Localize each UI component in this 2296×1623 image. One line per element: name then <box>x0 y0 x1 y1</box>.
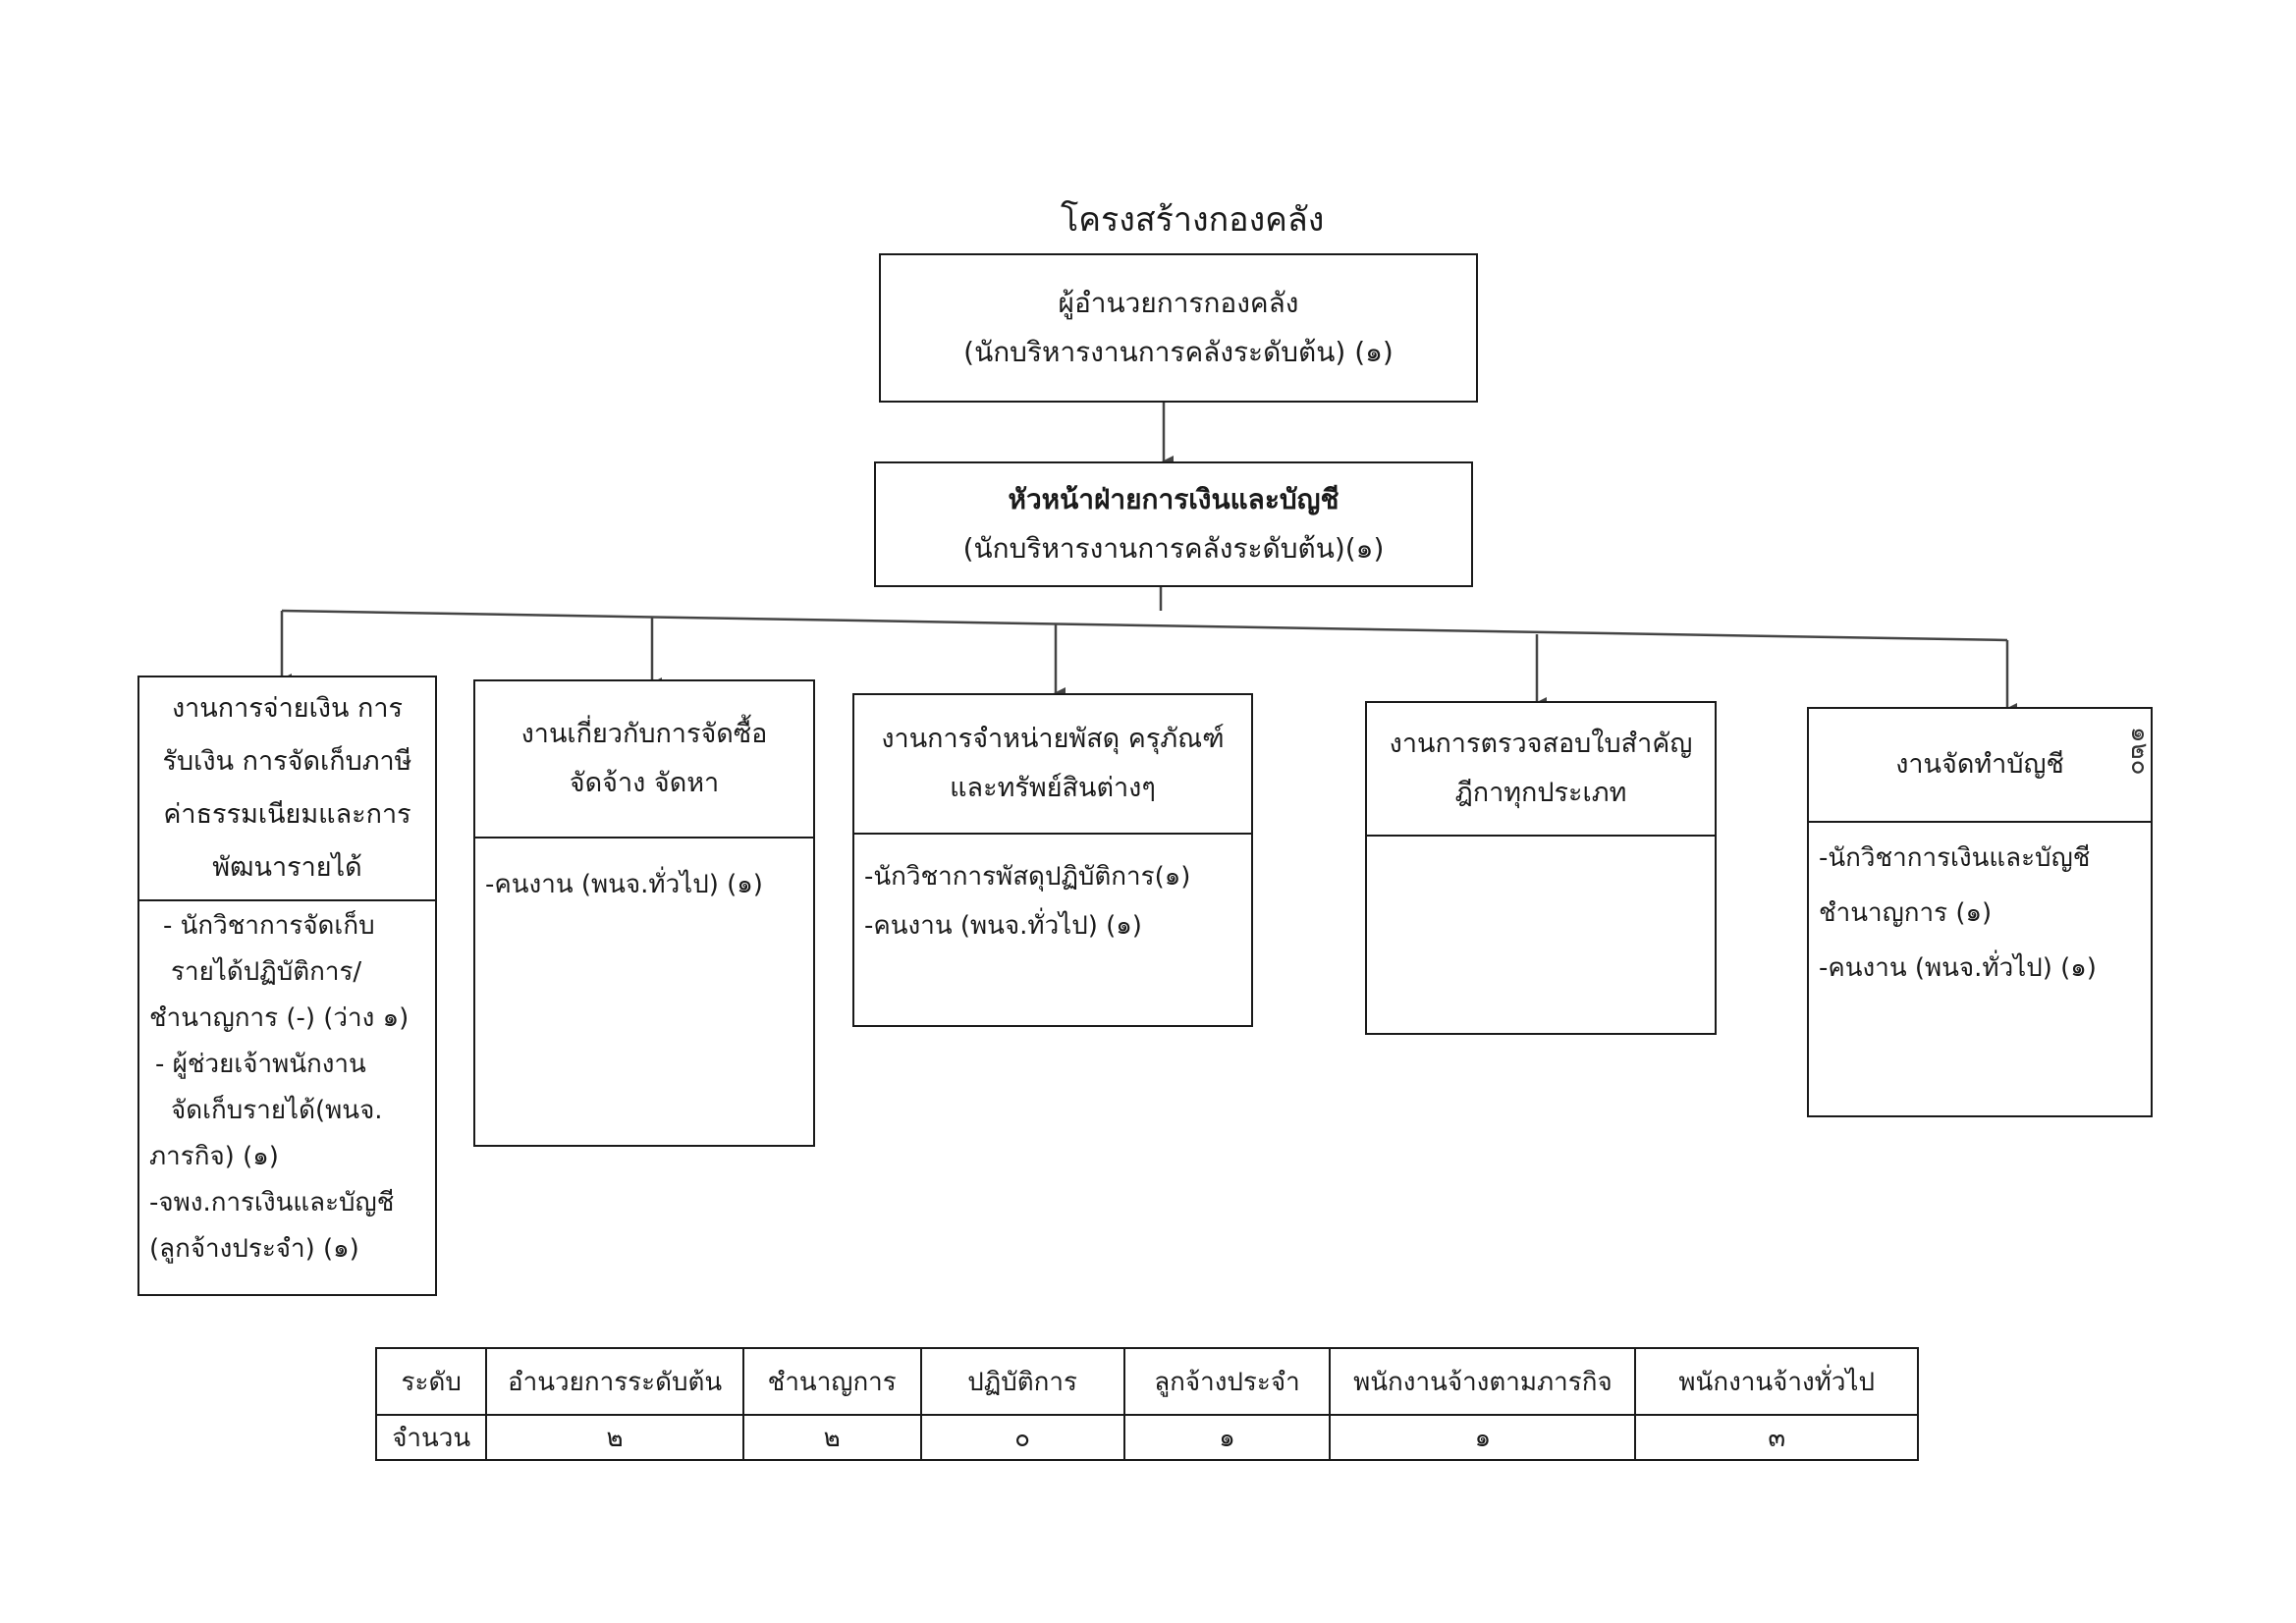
director-position: (นักบริหารงานการคลังระดับต้น) (๑) <box>963 336 1394 368</box>
staff-line: -คนงาน (พนจ.ทั่วไป) (๑) <box>1819 953 2097 983</box>
unit-2-staff: -คนงาน (พนจ.ทั่วไป) (๑) <box>475 839 813 909</box>
unit-2-title-line: งานเกี่ยวกับการจัดซื้อ <box>520 719 768 749</box>
summary-count-cell: จำนวน <box>374 1414 488 1461</box>
unit-box-procurement: งานเกี่ยวกับการจัดซื้อ จัดจ้าง จัดหา -คน… <box>473 679 815 1147</box>
unit-3-title-line: งานการจำหน่ายพัสดุ ครุภัณฑ์ <box>881 724 1225 754</box>
unit-3-staff: -นักวิชาการพัสดุปฏิบัติการ(๑) -คนงาน (พน… <box>854 835 1251 950</box>
unit-box-disposal: งานการจำหน่ายพัสดุ ครุภัณฑ์ และทรัพย์สิน… <box>852 693 1253 1027</box>
unit-box-accounting: งานจัดทำบัญชี -นักวิชาการเงินและบัญชี ชำ… <box>1807 707 2153 1117</box>
summary-count-cell: ๓ <box>1634 1414 1919 1461</box>
summary-header-row: ระดับ อำนวยการระดับต้น ชำนาญการ ปฏิบัติก… <box>374 1347 1919 1416</box>
summary-header-cell: ชำนาญการ <box>741 1347 922 1416</box>
unit-3-title-line: และทรัพย์สินต่างๆ <box>950 773 1156 803</box>
connector-horizontal-bus <box>281 609 2008 642</box>
unit-4-staff <box>1367 837 1715 844</box>
staff-line: ชำนาญการ (-) (ว่าง ๑) <box>149 1003 410 1033</box>
staff-line: รายได้ปฏิบัติการ/ <box>171 957 362 987</box>
unit-5-header: งานจัดทำบัญชี <box>1809 709 2151 823</box>
staff-line: -คนงาน (พนจ.ทั่วไป) (๑) <box>864 911 1142 941</box>
staff-line: -นักวิชาการพัสดุปฏิบัติการ(๑) <box>864 862 1191 892</box>
unit-4-header: งานการตรวจสอบใบสำคัญ ฎีกาทุกประเภท <box>1367 703 1715 837</box>
director-title: ผู้อำนวยการกองคลัง <box>1058 287 1299 319</box>
summary-header-cell: อำนวยการระดับต้น <box>485 1347 744 1416</box>
unit-box-voucher-audit: งานการตรวจสอบใบสำคัญ ฎีกาทุกประเภท <box>1365 701 1717 1035</box>
staff-line: -คนงาน (พนจ.ทั่วไป) (๑) <box>485 870 763 899</box>
summary-header-cell: ปฏิบัติการ <box>919 1347 1125 1416</box>
unit-5-title-line: งานจัดทำบัญชี <box>1895 749 2064 780</box>
summary-header-cell: ระดับ <box>374 1347 488 1416</box>
director-box: ผู้อำนวยการกองคลัง (นักบริหารงานการคลังร… <box>879 253 1478 403</box>
unit-1-title-line: พัฒนารายได้ <box>212 852 362 883</box>
unit-2-header: งานเกี่ยวกับการจัดซื้อ จัดจ้าง จัดหา <box>475 681 813 839</box>
staff-line: จัดเก็บรายได้(พนจ. <box>171 1096 383 1125</box>
head-of-division-position: (นักบริหารงานการคลังระดับต้น)(๑) <box>962 532 1385 565</box>
staff-line: ชำนาญการ (๑) <box>1819 898 1993 928</box>
staff-line: -นักวิชาการเงินและบัญชี <box>1819 843 2091 873</box>
staff-line: -จพง.การเงินและบัญชี <box>149 1188 395 1217</box>
summary-header-cell: พนักงานจ้างทั่วไป <box>1634 1347 1919 1416</box>
unit-1-title-line: รับเงิน การจัดเก็บภาษี <box>162 746 412 777</box>
summary-count-row: จำนวน ๒ ๒ ๐ ๑ ๑ ๓ <box>374 1414 1919 1461</box>
head-of-division-title: หัวหน้าฝ่ายการเงินและบัญชี <box>1008 483 1339 515</box>
summary-count-cell: ๑ <box>1122 1414 1332 1461</box>
summary-count-cell: ๒ <box>485 1414 744 1461</box>
unit-1-title-line: งานการจ่ายเงิน การ <box>171 693 404 724</box>
staff-summary-table: ระดับ อำนวยการระดับต้น ชำนาญการ ปฏิบัติก… <box>374 1347 1919 1461</box>
summary-count-cell: ๐ <box>919 1414 1125 1461</box>
page-number-note: ๑๒๐ <box>2125 727 2155 776</box>
page-title: โครงสร้างกองคลัง <box>1061 200 1325 240</box>
unit-4-title-line: ฎีกาทุกประเภท <box>1454 778 1627 808</box>
unit-2-title-line: จัดจ้าง จัดหา <box>569 768 720 798</box>
summary-header-cell: ลูกจ้างประจำ <box>1122 1347 1332 1416</box>
staff-line: ภารกิจ) (๑) <box>149 1142 279 1171</box>
staff-line: - ผู้ช่วยเจ้าพนักงาน <box>155 1050 366 1079</box>
head-of-division-box: หัวหน้าฝ่ายการเงินและบัญชี (นักบริหารงาน… <box>874 461 1473 587</box>
summary-count-cell: ๒ <box>741 1414 922 1461</box>
unit-1-header: งานการจ่ายเงิน การ รับเงิน การจัดเก็บภาษ… <box>139 677 435 901</box>
staff-line: - นักวิชาการจัดเก็บ <box>163 911 375 941</box>
unit-4-title-line: งานการตรวจสอบใบสำคัญ <box>1389 729 1693 759</box>
unit-3-header: งานการจำหน่ายพัสดุ ครุภัณฑ์ และทรัพย์สิน… <box>854 695 1251 835</box>
summary-header-cell: พนักงานจ้างตามภารกิจ <box>1329 1347 1637 1416</box>
summary-count-cell: ๑ <box>1329 1414 1637 1461</box>
unit-5-staff: -นักวิชาการเงินและบัญชี ชำนาญการ (๑) -คน… <box>1809 823 2151 996</box>
unit-1-title-line: ค่าธรรมเนียมและการ <box>163 799 411 830</box>
unit-box-payment-revenue: งานการจ่ายเงิน การ รับเงิน การจัดเก็บภาษ… <box>137 676 437 1296</box>
staff-line: (ลูกจ้างประจำ) (๑) <box>149 1234 359 1264</box>
unit-1-staff: - นักวิชาการจัดเก็บ รายได้ปฏิบัติการ/ ชำ… <box>139 901 435 1272</box>
